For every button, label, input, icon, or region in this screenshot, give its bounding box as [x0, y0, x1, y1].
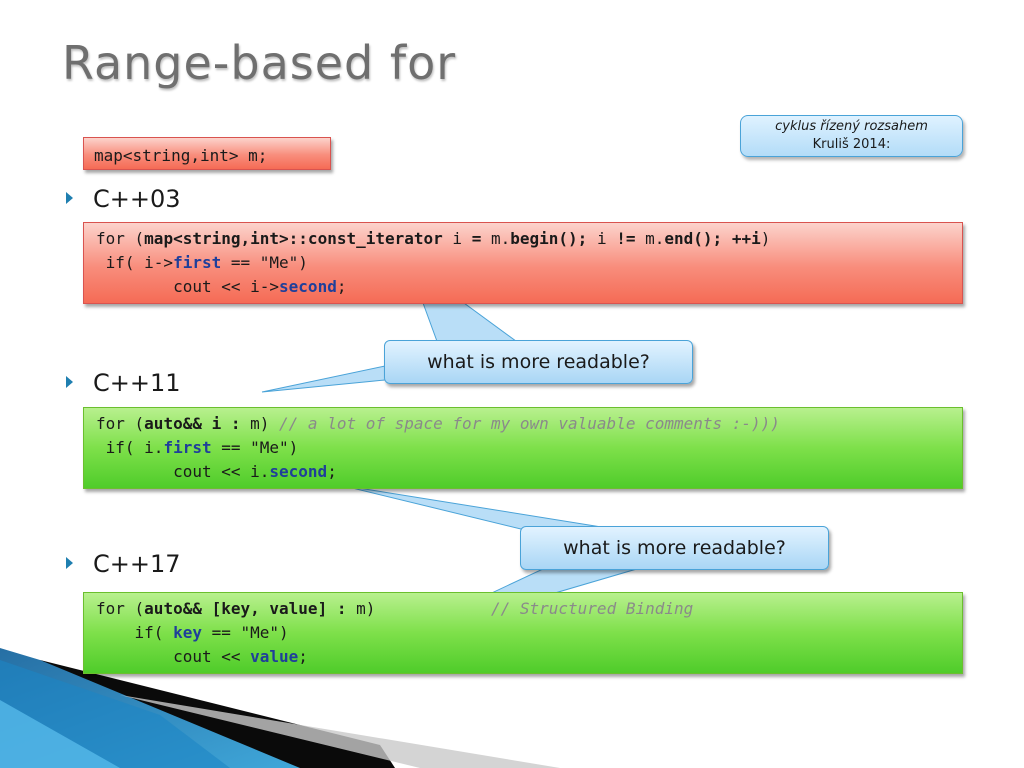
- code-token: ): [760, 229, 771, 248]
- code-line: for (map<string,int>::const_iterator i =…: [96, 227, 950, 251]
- code-token: i: [587, 229, 617, 248]
- code-block-cpp11: for (auto&& i : m) // a lot of space for…: [83, 407, 963, 489]
- code-token: cout << i.: [96, 462, 270, 481]
- code-token: end();: [664, 229, 723, 248]
- note-box: cyklus řízený rozsahem Kruliš 2014:: [740, 115, 963, 157]
- code-line: if( i.first == "Me"): [96, 436, 950, 460]
- bullet-arrow-icon: [66, 557, 73, 569]
- code-block-cpp03: for (map<string,int>::const_iterator i =…: [83, 222, 963, 304]
- code-token: ++i: [731, 229, 761, 248]
- code-token: for (: [96, 414, 145, 433]
- code-token: m.: [481, 229, 511, 248]
- code-token: cout << i->: [96, 277, 280, 296]
- code-line: cout << i.second;: [96, 460, 950, 484]
- code-token: m.: [635, 229, 665, 248]
- code-token: m): [240, 414, 280, 433]
- code-token: value: [250, 647, 299, 666]
- code-comment: // Structured Binding: [490, 599, 694, 618]
- code-block-cpp17: for (auto&& [key, value] : m) // Structu…: [83, 592, 963, 674]
- code-line: for (auto&& [key, value] : m) // Structu…: [96, 597, 950, 621]
- code-token: i: [442, 229, 472, 248]
- code-comment: // a lot of space for my own valuable co…: [279, 414, 780, 433]
- bullet-label: C++11: [93, 369, 181, 397]
- code-token: == "Me"): [221, 253, 308, 272]
- code-token: second: [279, 277, 337, 296]
- code-token: cout <<: [96, 647, 251, 666]
- code-token: auto&& [key, value] :: [144, 599, 347, 618]
- note-line-1: cyklus řízený rozsahem: [775, 119, 928, 134]
- note-line-2: Kruliš 2014:: [812, 137, 891, 152]
- code-token: begin();: [510, 229, 588, 248]
- code-token: for (: [96, 229, 145, 248]
- code-token: if( i->: [96, 253, 174, 272]
- code-token: if(: [96, 623, 174, 642]
- code-token: ;: [327, 462, 337, 481]
- code-line: cout << i->second;: [96, 275, 950, 299]
- code-token: first: [173, 253, 222, 272]
- bullet-label: C++03: [93, 185, 181, 213]
- code-token: map<string,int>::const_iterator: [144, 229, 443, 248]
- bullet-arrow-icon: [66, 376, 73, 388]
- code-token: if( i.: [96, 438, 164, 457]
- bullet-cpp17: C++17: [66, 550, 181, 578]
- bullet-cpp03: C++03: [66, 185, 181, 213]
- code-token: m): [346, 599, 491, 618]
- code-token: for (: [96, 599, 145, 618]
- code-token: ;: [336, 277, 347, 296]
- readability-callout-2: what is more readable?: [520, 526, 829, 570]
- bullet-label: C++17: [93, 550, 181, 578]
- code-token: second: [269, 462, 328, 481]
- code-token: ;: [298, 647, 308, 666]
- code-line: for (auto&& i : m) // a lot of space for…: [96, 412, 950, 436]
- code-line: cout << value;: [96, 645, 950, 669]
- bullet-cpp11: C++11: [66, 369, 181, 397]
- code-token: == "Me"): [201, 623, 289, 642]
- code-token: auto&& i :: [144, 414, 241, 433]
- map-declaration-box: map<string,int> m;: [83, 137, 331, 170]
- slide-title: Range-based for: [62, 36, 457, 90]
- code-token: =: [471, 229, 482, 248]
- readability-callout-1: what is more readable?: [384, 340, 693, 384]
- code-token: [722, 229, 732, 248]
- code-line: if( key == "Me"): [96, 621, 950, 645]
- code-token: first: [163, 438, 212, 457]
- code-line: if( i->first == "Me"): [96, 251, 950, 275]
- code-token: !=: [616, 229, 636, 248]
- map-declaration: map<string,int> m;: [94, 146, 268, 165]
- code-token: == "Me"): [211, 438, 299, 457]
- bullet-arrow-icon: [66, 192, 73, 204]
- code-token: key: [173, 623, 202, 642]
